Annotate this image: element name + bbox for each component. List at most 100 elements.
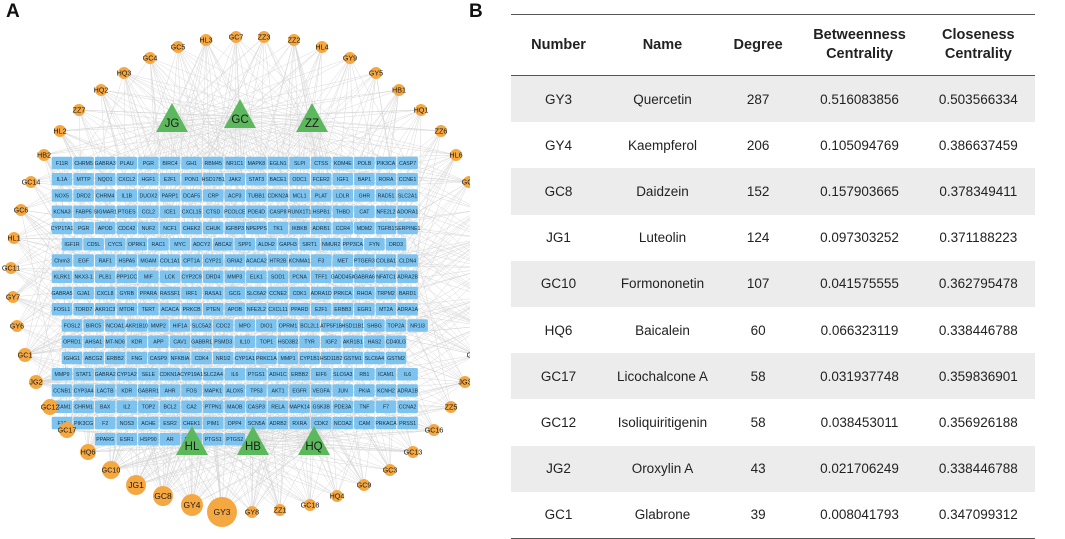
target-label: RBM45 [205, 161, 222, 167]
target-node: NPEPPS [246, 222, 268, 235]
target-node: TP53 [246, 384, 267, 397]
target-node: HSD17B1 [202, 173, 225, 186]
target-label: IGFBP3 [226, 226, 245, 232]
compound-label: HQ2 [94, 86, 109, 95]
herb-node: ZZ [296, 103, 328, 132]
target-node: RAC1 [148, 238, 169, 251]
cell-number: GC10 [511, 261, 606, 307]
target-node: MAPK14 [289, 400, 310, 413]
target-label: IL2 [123, 405, 130, 411]
target-label: MAPK1 [204, 388, 222, 394]
target-node: MT2A [376, 303, 397, 316]
target-label: GADD45A [331, 275, 356, 281]
compound-label: HL6 [449, 151, 462, 160]
target-node: GH1 [181, 157, 202, 170]
target-node: TERT [138, 303, 159, 316]
compound-label: GC1 [18, 351, 33, 360]
target-label: PDE4D [248, 210, 266, 216]
target-node: KDM4E [333, 157, 354, 170]
cell-betweenness: 0.066323119 [797, 307, 921, 353]
target-label: JAK2 [229, 177, 242, 183]
target-label: PTGS1 [248, 372, 265, 378]
compound-label: JG1 [128, 480, 144, 490]
target-label: IGF1 [337, 177, 349, 183]
target-label: Chrm3 [54, 258, 70, 264]
target-node: JAK2 [225, 173, 246, 186]
herb-label: HL [185, 441, 200, 453]
compound-label: ZZ1 [274, 506, 287, 515]
cell-closeness: 0.338446788 [922, 307, 1035, 353]
target-node: POLB [354, 157, 375, 170]
target-label: IKBKB [292, 226, 308, 232]
target-label: PGR [143, 161, 154, 167]
target-node: KDR [117, 384, 138, 397]
target-node: NOX5 [52, 189, 73, 202]
target-node: MAOB [225, 400, 246, 413]
target-node: HTR2B [268, 254, 289, 267]
target-label: HTR2B [269, 258, 287, 264]
target-label: MIF [144, 275, 153, 281]
target-node: PRKACA [375, 417, 397, 430]
target-node: NKX3-1 [73, 270, 94, 283]
target-node: FNG [127, 352, 148, 365]
target-node: GSTM1 [343, 352, 364, 365]
target-node: AR [160, 433, 181, 446]
target-node: RASSF1 [160, 287, 181, 300]
target-node: NFE2L2 [376, 205, 397, 218]
cell-degree: 206 [719, 122, 798, 168]
compound-node: JG1 [126, 475, 146, 495]
target-label: FCER2 [313, 177, 330, 183]
cell-name: Quercetin [606, 76, 719, 123]
target-node: CASP7 [397, 157, 418, 170]
target-node: PDE3A [333, 400, 354, 413]
compound-label: GC18 [301, 501, 320, 510]
cell-number: GC12 [511, 399, 606, 445]
target-label: SLC6A3 [333, 372, 352, 378]
target-node: PPP3CA [343, 238, 364, 251]
target-node: DPP4 [225, 417, 246, 430]
target-node: PRKCA [333, 287, 354, 300]
target-label: CLDN4 [399, 258, 416, 264]
target-label: IRF1 [186, 291, 197, 297]
target-label: TDRD7 [75, 307, 92, 313]
cell-name: Formononetin [606, 261, 719, 307]
target-node: TUBB1 [246, 189, 267, 202]
target-node: ERBB2 [289, 368, 310, 381]
compound-node: GC2 [462, 176, 470, 188]
cell-degree: 58 [719, 353, 798, 399]
cell-name: Luteolin [606, 215, 719, 261]
target-node: LDLR [333, 189, 354, 202]
target-node: ADRA1A [397, 303, 418, 316]
target-label: SPP1 [238, 242, 251, 248]
cell-closeness: 0.362795478 [922, 261, 1035, 307]
target-node: CYP19A1 [180, 368, 203, 381]
cell-betweenness: 0.157903665 [797, 168, 921, 214]
target-node: PPARD [289, 303, 310, 316]
target-label: IGF2 [325, 340, 337, 346]
target-node: SLC6A2 [246, 287, 267, 300]
target-label: APP [153, 340, 164, 346]
target-label: MMP2 [151, 323, 166, 329]
target-label: PPP1CC [116, 275, 137, 281]
target-label: PIK3CG [74, 421, 93, 427]
compound-label: HB1 [392, 86, 406, 95]
target-label: SIRT1 [302, 242, 317, 248]
target-node: DRD4 [203, 270, 224, 283]
target-node: SLC6A4 [364, 352, 385, 365]
target-node: CXCL8 [95, 287, 116, 300]
target-label: PTPN1 [205, 405, 222, 411]
target-node: GSTM2 [386, 352, 407, 365]
target-node: CD40LG [386, 335, 407, 348]
cell-name: Isoliquiritigenin [606, 399, 719, 445]
target-node: HGF1 [138, 173, 159, 186]
target-node: PRSS1 [397, 417, 418, 430]
target-label: CAM [359, 421, 371, 427]
herb-label: ZZ [305, 118, 319, 130]
target-node: GCG [225, 287, 246, 300]
compound-label: GC12 [41, 403, 60, 412]
target-node: MAPK8 [246, 157, 267, 170]
target-label: GCG [229, 291, 241, 297]
target-label: PRKCA [334, 291, 352, 297]
